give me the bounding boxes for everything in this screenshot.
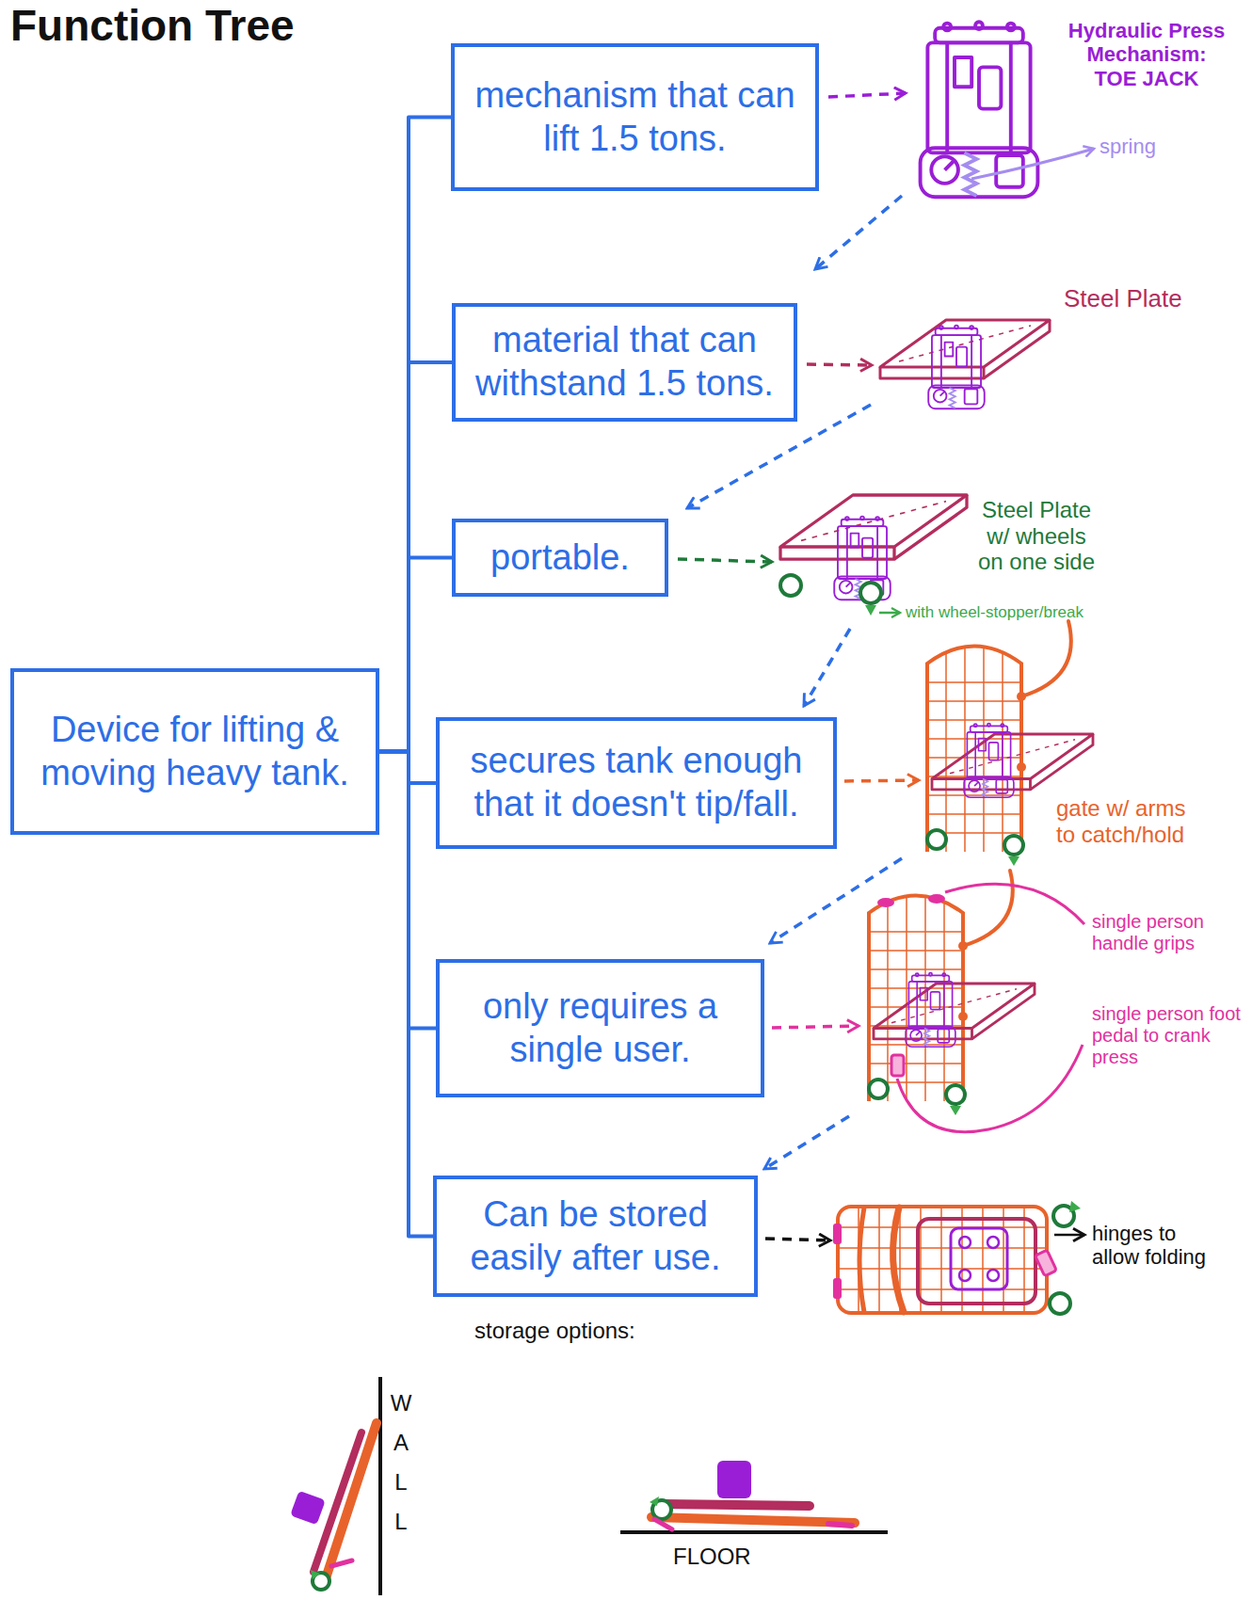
tree-connector xyxy=(379,752,434,1237)
toe-jack xyxy=(920,21,1039,197)
grip-leader xyxy=(945,883,1085,925)
function-box: mechanism that can lift 1.5 tons. xyxy=(450,43,819,192)
dashed-arrow xyxy=(770,858,902,944)
wall-label: WALL xyxy=(389,1383,413,1542)
diagram-title: Function Tree xyxy=(10,1,295,50)
root-function-box: Device for lifting & moving heavy tank. xyxy=(10,668,380,835)
stopper-leader xyxy=(879,611,900,615)
function-text: Can be stored easily after use. xyxy=(449,1193,741,1280)
note-label: with wheel-stopper/break xyxy=(905,603,1123,623)
wheel xyxy=(860,582,882,604)
wheel xyxy=(780,575,802,596)
handle-grip xyxy=(877,898,895,908)
hinge-leader xyxy=(1054,1234,1085,1237)
function-box: secures tank enough that it doesn't tip/… xyxy=(435,717,837,850)
dashed-arrow xyxy=(828,93,906,97)
tree-connector xyxy=(379,117,451,753)
function-text: only requires a single user. xyxy=(452,985,748,1072)
dashed-arrow xyxy=(764,1116,850,1170)
function-text: Device for lifting & moving heavy tank. xyxy=(27,708,363,795)
function-box: only requires a single user. xyxy=(435,959,765,1098)
function-text: material that can withstand 1.5 tons. xyxy=(468,319,781,405)
spring-leader xyxy=(971,148,1094,179)
handle-grip xyxy=(928,894,946,904)
wall-line xyxy=(378,1377,383,1596)
part-label: Steel Plate xyxy=(1063,285,1205,314)
toe-jack xyxy=(928,325,985,410)
dashed-arrow xyxy=(844,780,919,782)
function-box: portable. xyxy=(451,518,669,597)
dashed-arrow xyxy=(815,195,902,270)
function-text: secures tank enough that it doesn't tip/… xyxy=(452,739,820,826)
lying-device xyxy=(649,1460,855,1530)
part-label: hinges to allow folding xyxy=(1091,1221,1220,1270)
leaning-device xyxy=(289,1423,377,1590)
section-label: storage options: xyxy=(474,1317,720,1345)
dashed-arrow xyxy=(765,1238,831,1241)
part-label: Steel Plate w/ wheels on one side xyxy=(974,497,1099,576)
function-box: material that can withstand 1.5 tons. xyxy=(451,303,798,422)
wheel-stopper xyxy=(865,605,877,616)
mechanism-label: Hydraulic Press Mechanism: TOE JACK xyxy=(1063,18,1230,91)
function-text: portable. xyxy=(490,536,630,580)
part-label: single person foot pedal to crank press xyxy=(1091,1003,1243,1069)
function-text: mechanism that can lift 1.5 tons. xyxy=(467,74,803,161)
tree-connector xyxy=(379,362,452,753)
gate-cart xyxy=(868,870,1035,1116)
dashed-arrow xyxy=(803,628,851,707)
dashed-arrow xyxy=(677,559,772,562)
pedal-leader xyxy=(897,1044,1083,1133)
foot-pedal xyxy=(891,1055,904,1076)
floor-label: FLOOR xyxy=(673,1543,787,1571)
floor-line xyxy=(620,1530,888,1535)
part-label: spring xyxy=(1099,134,1185,159)
folded-device xyxy=(833,1201,1081,1315)
function-box: Can be stored easily after use. xyxy=(433,1175,758,1298)
dashed-arrow xyxy=(806,364,872,366)
part-label: single person handle grips xyxy=(1091,911,1238,955)
dashed-arrow xyxy=(771,1026,859,1028)
part-label: gate w/ arms to catch/hold xyxy=(1056,795,1207,848)
